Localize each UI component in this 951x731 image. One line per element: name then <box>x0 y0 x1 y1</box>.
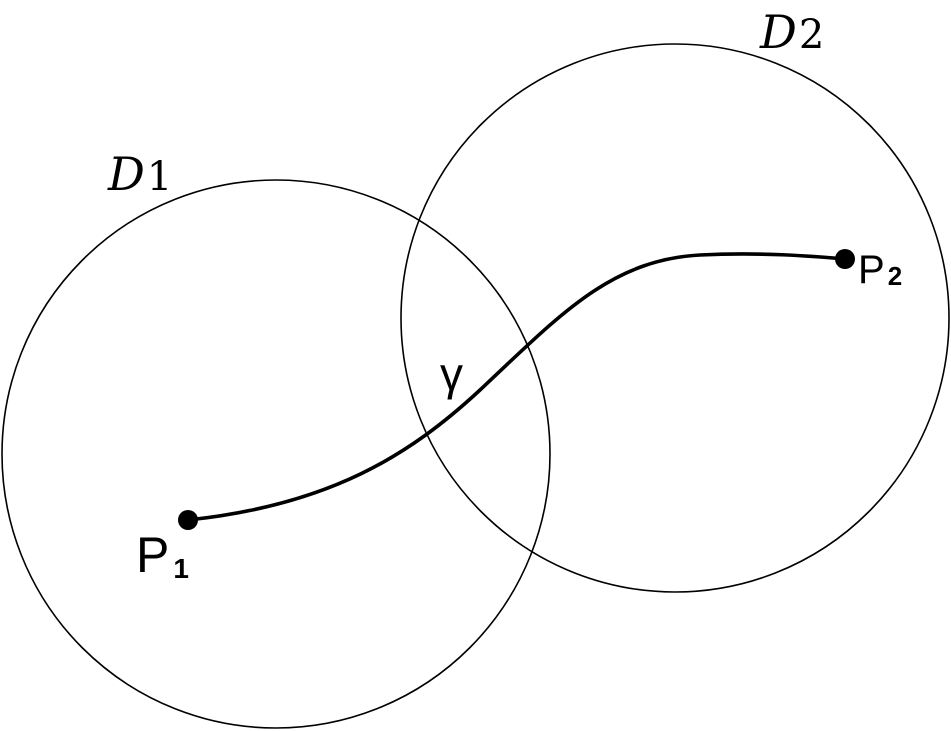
label-d1-subscript: 1 <box>147 154 172 200</box>
label-d2-subscript: 2 <box>799 12 824 58</box>
label-d1: D1 <box>107 147 172 201</box>
disk-d2 <box>400 43 950 593</box>
path-gamma <box>186 252 847 522</box>
label-p2-subscript: 2 <box>888 261 902 291</box>
label-p2-letter: P <box>858 248 885 292</box>
point-p2 <box>835 249 855 269</box>
label-d2-letter: D <box>759 5 797 59</box>
label-p1-letter: P <box>136 527 169 583</box>
label-p1-subscript: 1 <box>173 553 189 584</box>
disk-d1 <box>1 179 551 729</box>
point-p1 <box>178 510 198 530</box>
label-d2: D2 <box>759 5 824 59</box>
label-gamma: γ <box>440 348 463 400</box>
label-d1-letter: D <box>107 147 145 201</box>
